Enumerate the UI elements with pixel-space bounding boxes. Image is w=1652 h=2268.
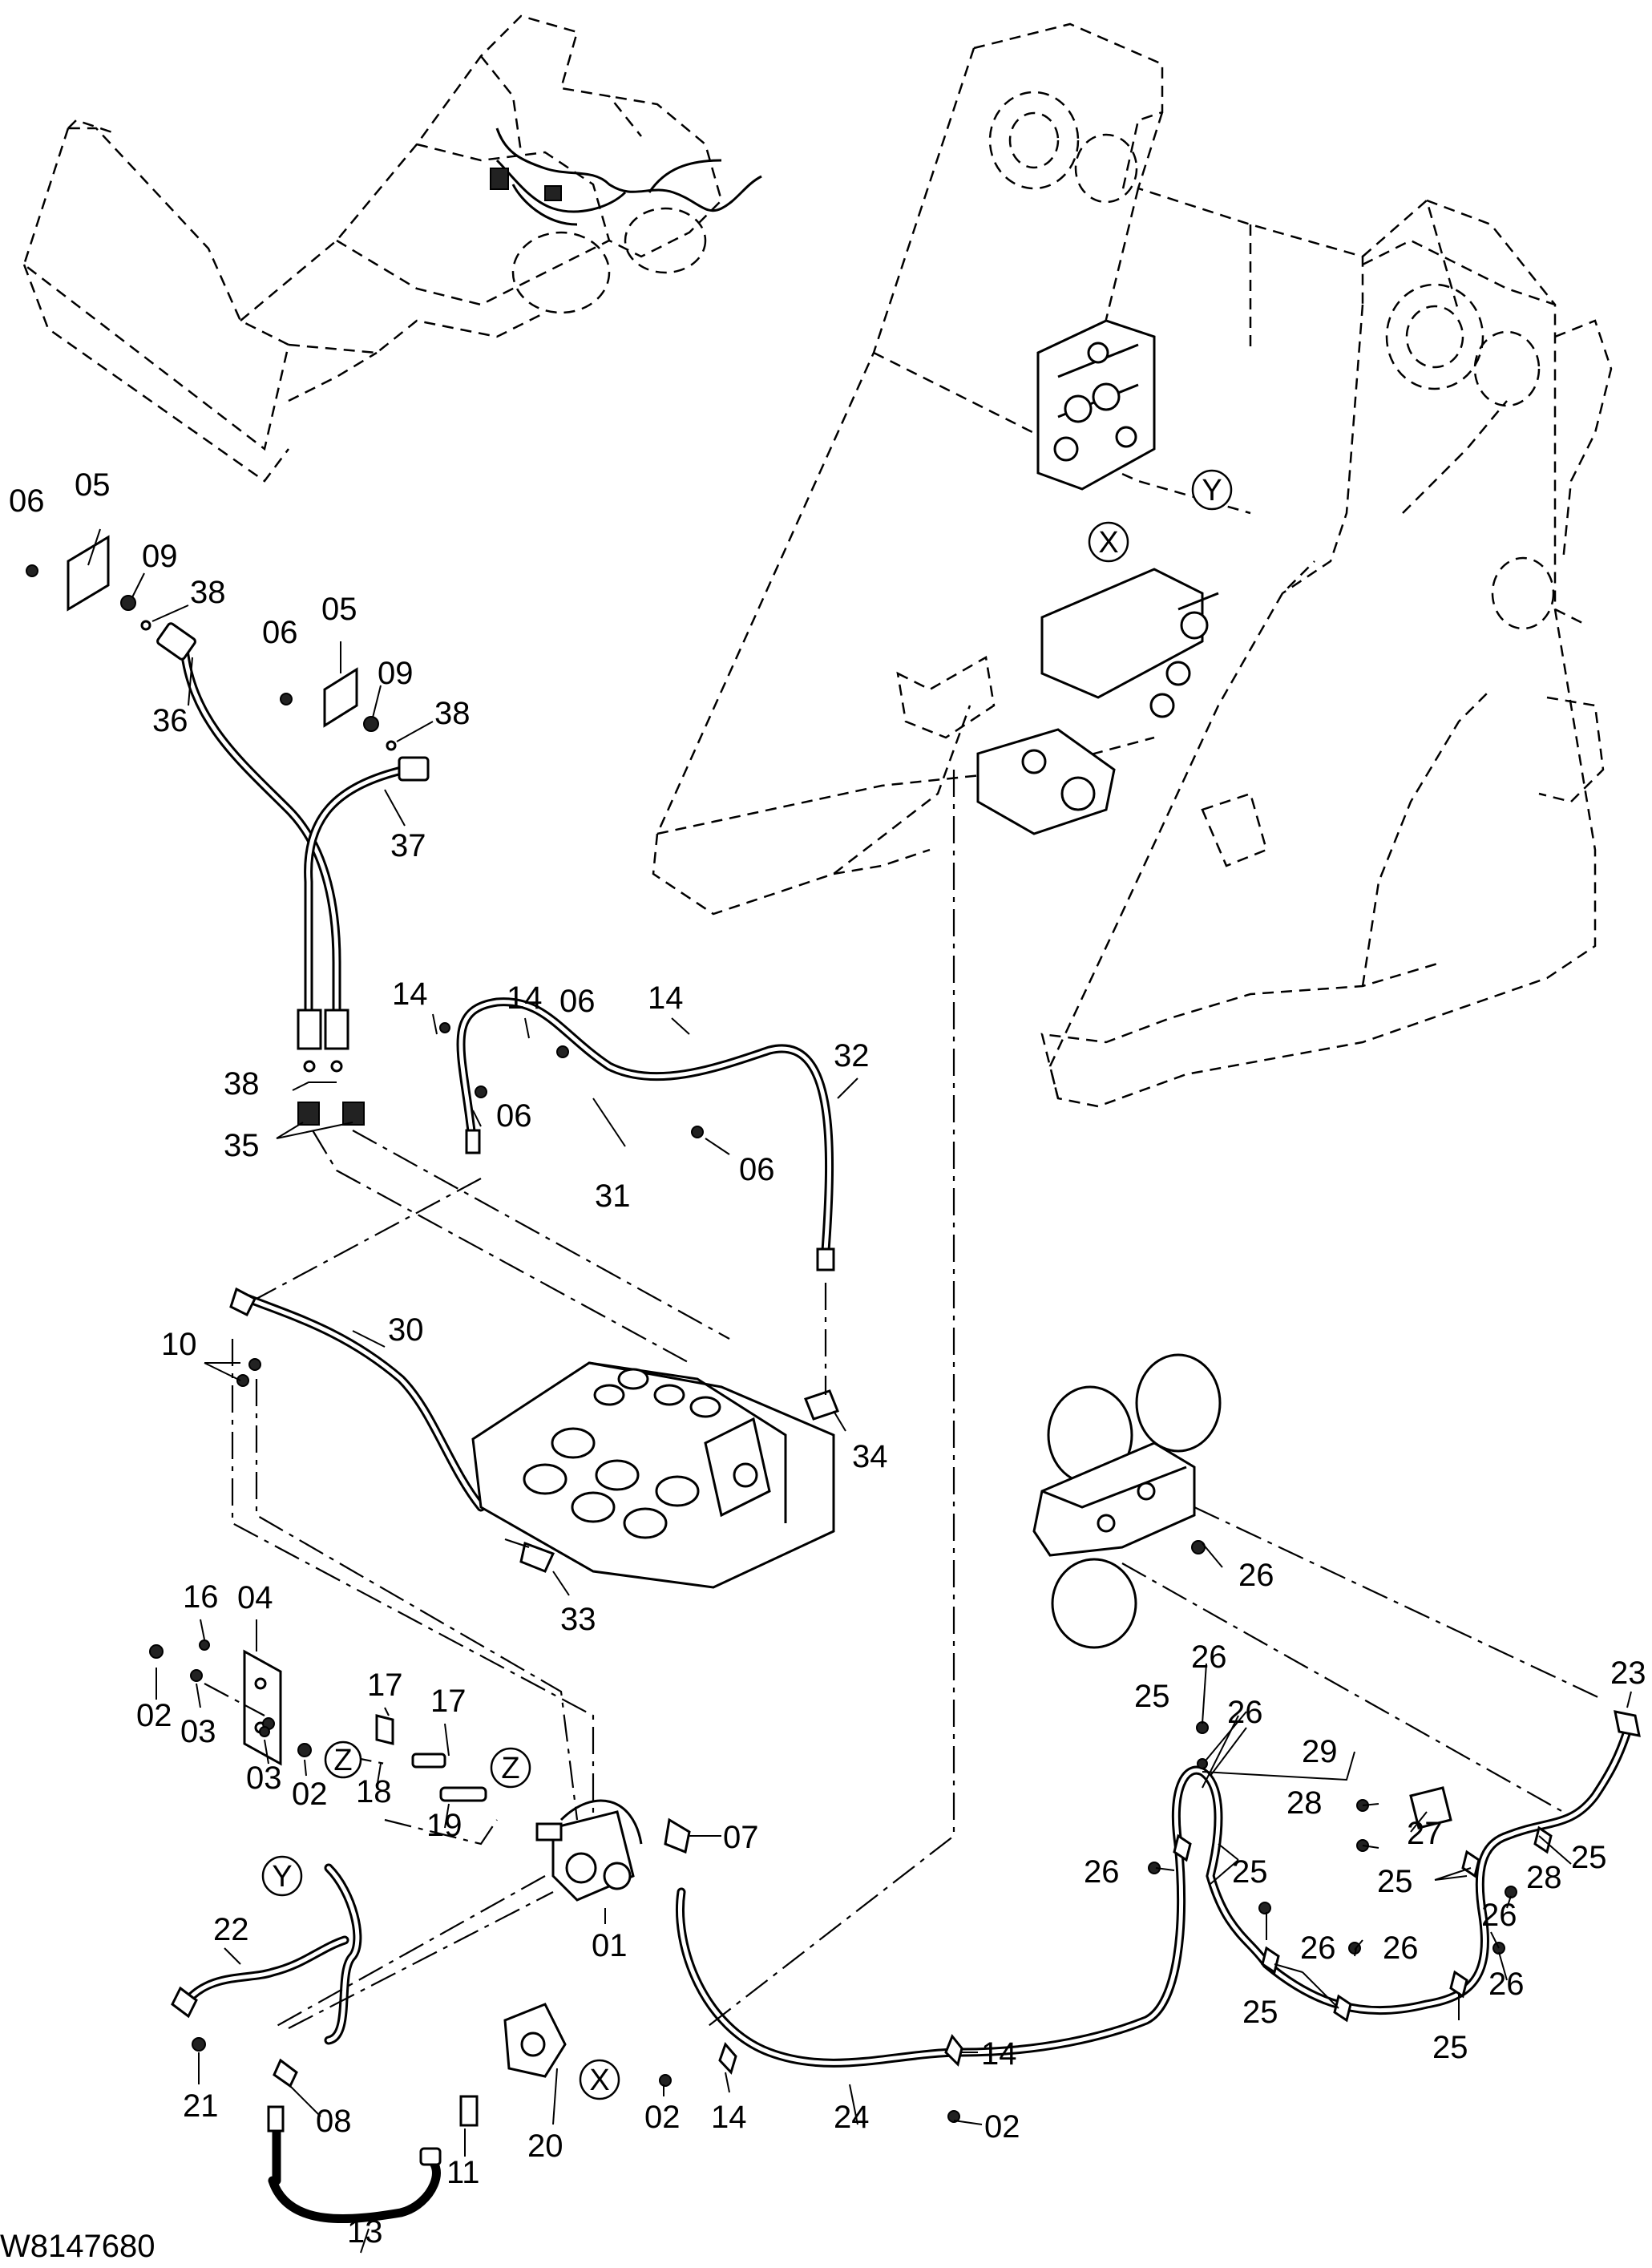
marker-label: Y [272,1860,292,1894]
part-label: 02 [644,2100,681,2135]
part-label: 25 [1432,2030,1468,2065]
part-label: 07 [723,1820,759,1855]
part-label: 26 [1084,1854,1120,1890]
part-label: 09 [378,656,414,691]
part-label: 25 [1242,1995,1278,2030]
marker-circle [261,1855,303,1897]
part-label: 27 [1407,1816,1443,1851]
loader-frame-drawing [652,22,1613,1108]
valve-01 [535,1799,643,1902]
part-number-labels: 05 06 09 38 36 05 06 09 38 37 14 14 06 1… [9,467,1646,2250]
part-label: 19 [426,1808,462,1843]
part-label: 09 [142,539,178,574]
part-label: 02 [984,2109,1020,2145]
part-label: 06 [496,1098,532,1134]
part-label: 26 [1481,1898,1517,1933]
part-label: 38 [434,696,471,731]
part-label: 20 [527,2129,563,2164]
part-label: 33 [560,1602,596,1637]
marker-circle [490,1747,531,1789]
part-label: 14 [507,980,543,1016]
part-label: 36 [152,703,188,738]
part-label: 26 [1191,1639,1227,1675]
part-label: 18 [356,1774,392,1809]
part-label: 26 [1300,1930,1336,1966]
part-label: 38 [190,575,226,610]
part-label: 06 [262,615,298,650]
part-label: 31 [595,1178,631,1214]
part-label: 26 [1488,1967,1525,2002]
part-label: 25 [1134,1679,1170,1714]
part-label: 06 [559,984,596,1019]
part-label: 14 [981,2036,1017,2072]
marker-circle [1191,469,1233,511]
marker-circle [324,1740,362,1779]
marker-label: Z [501,1752,519,1785]
part-label: 14 [711,2100,747,2135]
part-label: 35 [224,1128,260,1163]
marker-label: X [589,2064,609,2097]
part-label: 26 [1227,1695,1263,1730]
marker-circle [579,2059,620,2100]
part-label: 17 [367,1668,403,1703]
part-label: 06 [739,1152,775,1187]
part-label: 28 [1286,1785,1323,1821]
part-label: 25 [1377,1864,1413,1899]
clamp-hardware [26,535,397,751]
hose-36-37-group [156,622,430,1126]
part-label: 30 [388,1312,424,1348]
part-label: 13 [347,2214,383,2250]
part-label: 02 [292,1777,328,1812]
part-label: 02 [136,1698,172,1733]
connection-markers: Y X Z Z Y X [261,469,1233,2100]
part-label: 16 [183,1579,219,1615]
part-label: 04 [237,1580,273,1615]
part-label: 34 [852,1439,888,1474]
part-label: 11 [446,2155,480,2190]
part-label: 05 [75,467,111,503]
part-label: 28 [1526,1860,1562,1895]
marker-circle [1088,521,1129,563]
part-label: 01 [592,1928,628,1963]
part-label: 03 [246,1761,282,1796]
loader-overview-inset [22,14,762,483]
hose-24 [659,1817,1186,2123]
part-label: 25 [1571,1840,1607,1875]
marker-label: X [1098,526,1118,560]
part-label: 25 [1232,1854,1268,1890]
frame-bracket-assembly [976,568,1219,835]
part-label: 10 [161,1327,197,1362]
part-label: 08 [316,2104,352,2139]
bracket-04-assembly [149,1639,487,1802]
main-control-valve [471,1361,839,1589]
part-label: 14 [648,980,684,1016]
part-label: 23 [1610,1656,1646,1691]
hose-31-32-group [439,997,835,1271]
part-label: 05 [321,592,357,627]
marker-label: Z [333,1744,352,1777]
drawing-code: W8147680 [0,2229,155,2264]
routing-lines [204,770,1604,2029]
part-label: 32 [834,1038,870,1073]
part-label: 06 [9,483,45,519]
accumulator-assembly [1032,1353,1222,1649]
part-label: 22 [213,1912,249,1947]
hose-22-13-group [171,1863,567,2224]
part-label: 26 [1383,1930,1419,1966]
part-label: 38 [224,1066,260,1102]
part-label: 29 [1302,1734,1338,1769]
marker-label: Y [1202,474,1222,507]
part-label: 37 [390,828,426,863]
part-label: 14 [392,976,428,1012]
part-label: 03 [180,1714,216,1749]
part-label: 24 [834,2100,870,2135]
part-label: 17 [430,1684,467,1719]
label-leaders [87,528,1632,2254]
hose-30 [229,1287,555,1573]
part-label: 21 [183,2088,219,2124]
part-label: 26 [1238,1558,1274,1593]
frame-valve-assembly [1036,319,1156,491]
